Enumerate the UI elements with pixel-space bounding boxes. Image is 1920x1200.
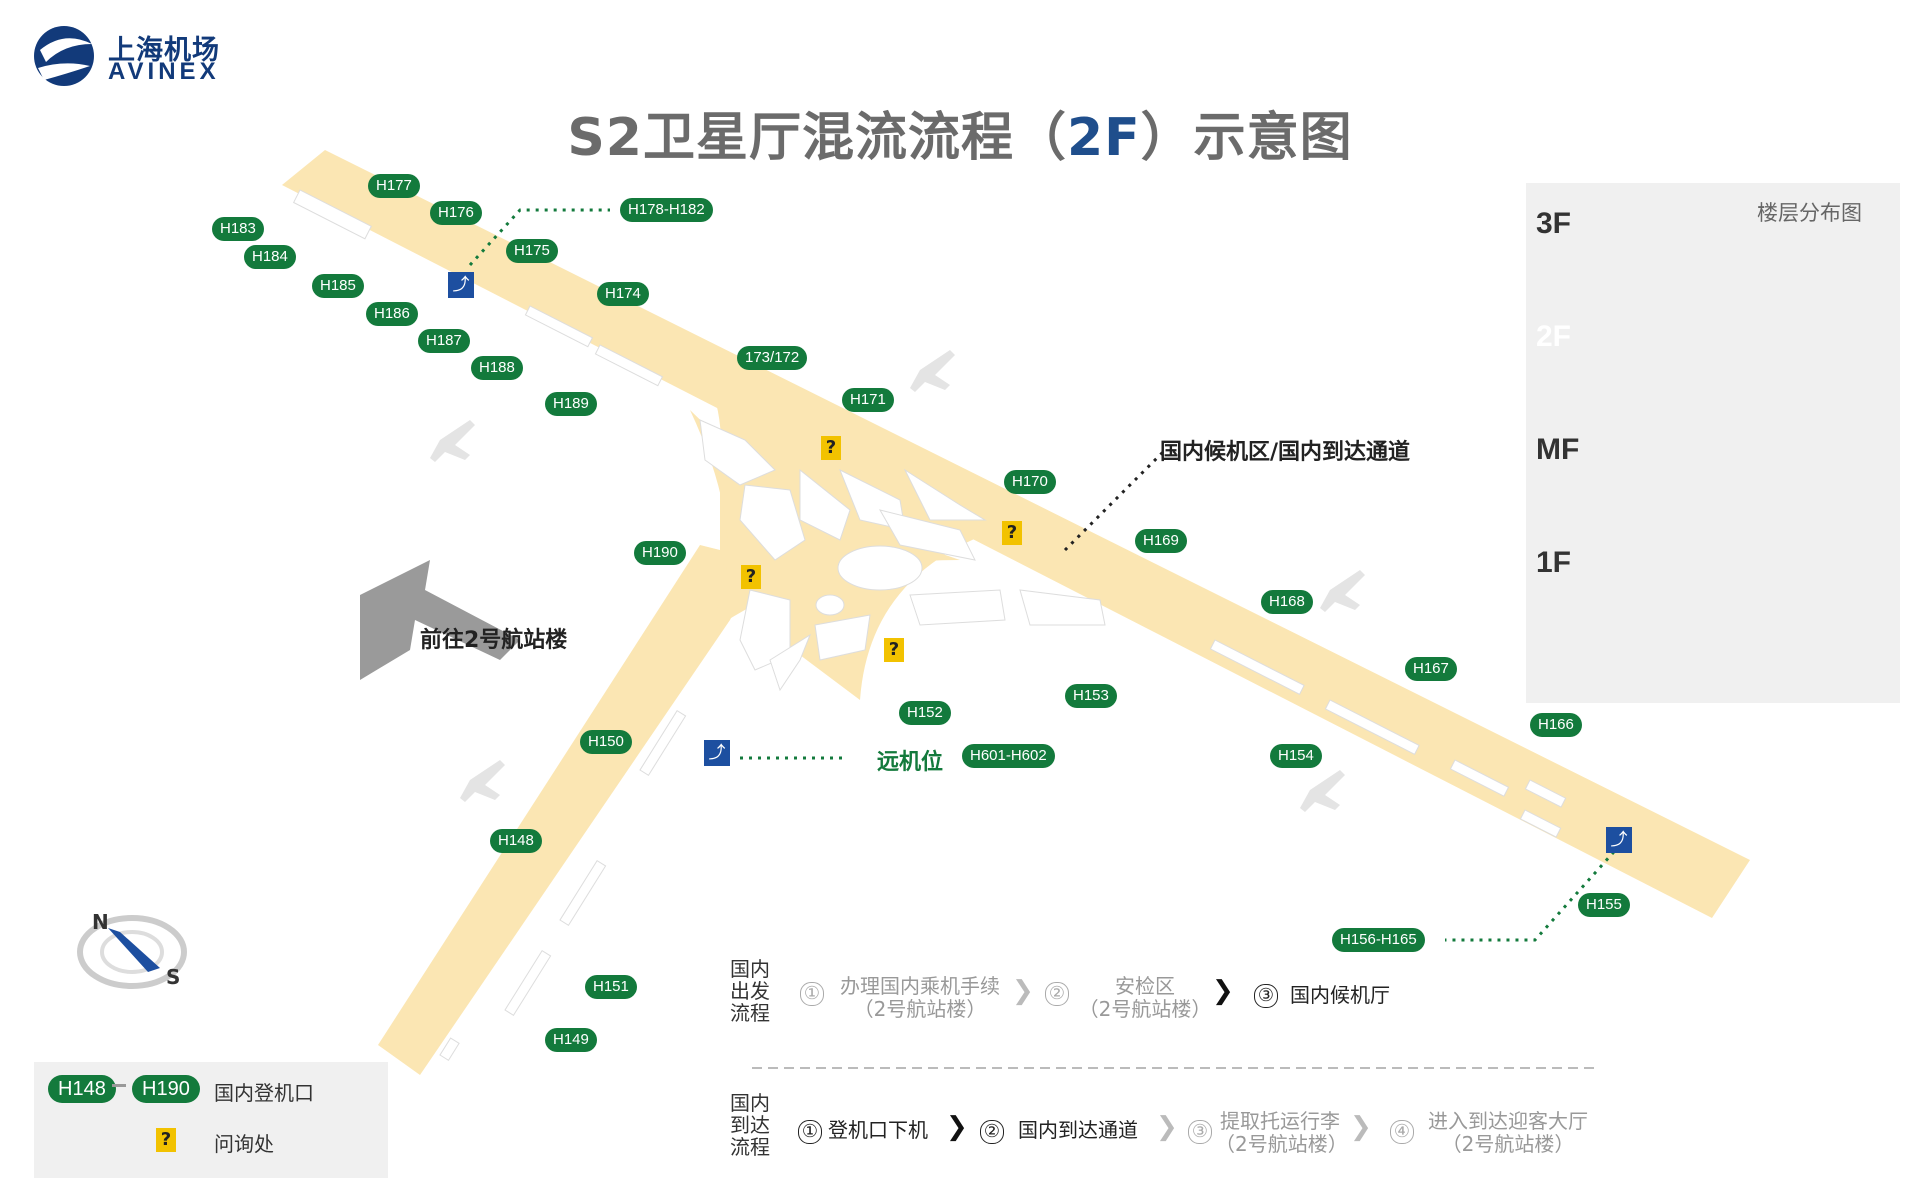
title-end: ）示意图 [1140, 108, 1353, 168]
logo-name-en: AVINEX [108, 58, 220, 85]
question-icon[interactable]: ? [884, 638, 904, 662]
departure-step-2-num: ② [1045, 982, 1069, 1006]
departure-step-2: 安检区（2号航站楼） [1078, 974, 1212, 1021]
domestic-waiting-callout: 国内候机区/国内到达通道 [1160, 440, 1411, 465]
plane-icon [430, 350, 1365, 812]
arrival-step-3: 提取托运行李（2号航站楼） [1215, 1109, 1348, 1156]
title-floor: 2F [1066, 108, 1141, 168]
departure-flow-label: 国内出发流程 [730, 957, 770, 1025]
departure-step-3: 国内候机厅 [1290, 983, 1390, 1007]
departure-step-1: 办理国内乘机手续（2号航站楼） [840, 974, 1000, 1021]
gate-h173-172[interactable]: 173/172 [737, 346, 808, 370]
arrival-step-2: 国内到达通道 [1018, 1118, 1138, 1142]
floor-mf[interactable]: MF [1536, 433, 1580, 466]
leader-lines [468, 208, 1622, 942]
gate-h150[interactable]: H150 [580, 730, 632, 754]
gate-h186[interactable]: H186 [366, 302, 418, 326]
building-blocks [292, 189, 1567, 1061]
question-icon[interactable]: ? [821, 436, 841, 460]
gate-h156-h165[interactable]: H156-H165 [1332, 928, 1425, 952]
legend-question-icon: ? [156, 1128, 176, 1152]
legend-gate-to: H190 [132, 1075, 200, 1103]
floor-panel [1526, 183, 1900, 703]
arrival-step-3-num: ③ [1188, 1120, 1212, 1144]
page-title: S2卫星厅混流流程（2F）示意图 [0, 95, 1920, 170]
gate-h174[interactable]: H174 [597, 282, 649, 306]
gate-h148[interactable]: H148 [490, 829, 542, 853]
question-icon[interactable]: ? [741, 565, 761, 589]
question-icon[interactable]: ? [1002, 521, 1022, 545]
escalator-icon[interactable]: ⤴ [704, 740, 730, 766]
flow-arrow-icon: ❯ [1212, 976, 1234, 1006]
legend-info-text: 问询处 [214, 1132, 274, 1156]
gate-h170[interactable]: H170 [1004, 470, 1056, 494]
gate-h149[interactable]: H149 [545, 1028, 597, 1052]
flow-arrow-icon: ❯ [1012, 976, 1034, 1006]
to-t2-arrow-icon [360, 560, 520, 680]
gate-h185[interactable]: H185 [312, 274, 364, 298]
gate-h183[interactable]: H183 [212, 217, 264, 241]
gate-h151[interactable]: H151 [585, 975, 637, 999]
floor-1f[interactable]: 1F [1536, 546, 1572, 579]
arrival-step-1-num: ① [798, 1120, 822, 1144]
gate-h177[interactable]: H177 [368, 174, 420, 198]
departure-step-1-num: ① [800, 982, 824, 1006]
gate-h187[interactable]: H187 [418, 329, 470, 353]
flow-arrow-icon: ❯ [946, 1112, 968, 1142]
flow-arrow-icon: ❯ [1350, 1112, 1372, 1142]
gate-h176[interactable]: H176 [430, 201, 482, 225]
escalator-icon[interactable]: ⤴ [448, 272, 474, 298]
legend-gate-text: 国内登机口 [214, 1081, 314, 1105]
leader-domestic [1063, 448, 1167, 552]
compass-north: N [92, 910, 109, 934]
arrival-step-2-num: ② [980, 1120, 1004, 1144]
logo-name-cn: 上海机场 [108, 35, 220, 66]
floor-3f[interactable]: 3F [1536, 207, 1572, 240]
logo-icon [34, 26, 94, 86]
gate-h155[interactable]: H155 [1578, 893, 1630, 917]
gate-h188[interactable]: H188 [471, 356, 523, 380]
title-main: S2卫星厅混流流程（ [567, 108, 1067, 168]
gate-h153[interactable]: H153 [1065, 684, 1117, 708]
gate-h178-h182[interactable]: H178-H182 [620, 198, 713, 222]
gate-h166[interactable]: H166 [1530, 713, 1582, 737]
escalator-icon[interactable]: ⤴ [1606, 827, 1632, 853]
gate-h175[interactable]: H175 [506, 239, 558, 263]
gate-h152[interactable]: H152 [899, 701, 951, 725]
arrival-flow-label: 国内到达流程 [730, 1091, 770, 1159]
flow-arrow-icon: ❯ [1156, 1112, 1178, 1142]
gate-h171[interactable]: H171 [842, 388, 894, 412]
compass-icon [77, 915, 187, 989]
legend-dash [112, 1084, 126, 1087]
gate-h184[interactable]: H184 [244, 245, 296, 269]
gate-h168[interactable]: H168 [1261, 590, 1313, 614]
arrival-step-1: 登机口下机 [828, 1118, 928, 1142]
gate-h601-h602[interactable]: H601-H602 [962, 744, 1055, 768]
arrival-step-4-num: ④ [1390, 1120, 1414, 1144]
arrival-step-4: 进入到达迎客大厅（2号航站楼） [1428, 1109, 1588, 1156]
remote-stand-callout: 远机位 [877, 750, 944, 775]
floor-2f[interactable]: 2F [1536, 320, 1572, 353]
legend-gate-from: H148 [48, 1075, 116, 1103]
compass-south: S [166, 965, 181, 989]
gate-h169[interactable]: H169 [1135, 529, 1187, 553]
gate-h167[interactable]: H167 [1405, 657, 1457, 681]
gate-h189[interactable]: H189 [545, 392, 597, 416]
floor-panel-title: 楼层分布图 [1757, 201, 1862, 225]
gate-h154[interactable]: H154 [1270, 744, 1322, 768]
to-t2-callout: 前往2号航站楼 [420, 628, 568, 653]
gate-h190[interactable]: H190 [634, 541, 686, 565]
departure-step-3-num: ③ [1254, 984, 1278, 1008]
